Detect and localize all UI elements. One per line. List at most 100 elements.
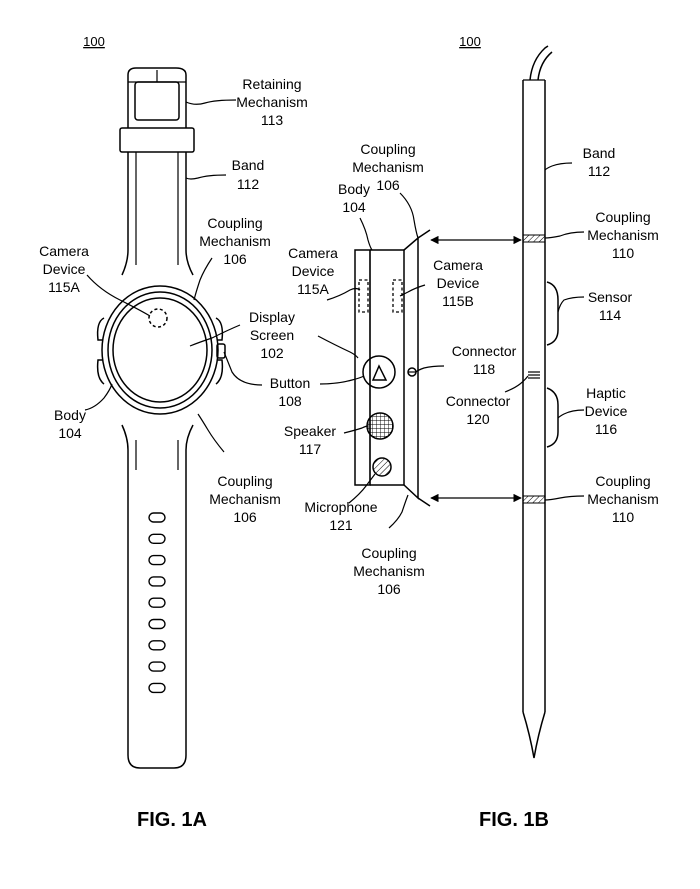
speaker-grille-icon	[366, 412, 394, 440]
svg-text:117: 117	[299, 441, 322, 457]
svg-text:Coupling: Coupling	[361, 545, 416, 561]
caption-fig-1b: FIG. 1B	[479, 809, 549, 831]
lower-band	[121, 424, 194, 769]
svg-text:115A: 115A	[48, 279, 80, 295]
band-keeper	[119, 127, 195, 153]
label-body-104-fig1b: Body 104	[338, 181, 370, 215]
band-hole	[148, 597, 166, 608]
band-holes	[148, 512, 166, 694]
buckle-frame	[134, 81, 180, 121]
band-hole	[148, 682, 166, 694]
svg-text:110: 110	[612, 245, 635, 261]
svg-text:Mechanism: Mechanism	[587, 227, 659, 243]
svg-text:112: 112	[237, 176, 260, 192]
svg-text:Connector: Connector	[452, 343, 517, 359]
svg-text:112: 112	[588, 163, 611, 179]
svg-text:106: 106	[376, 177, 400, 193]
label-band-112: Band 112	[232, 157, 265, 192]
pusher-right-top	[215, 317, 224, 341]
svg-text:Coupling: Coupling	[217, 473, 272, 489]
fig1a-leaders	[84, 99, 263, 453]
label-coupling-mechanism-110-bottom: Coupling Mechanism 110	[587, 473, 659, 525]
camera-device-115a-icon	[148, 308, 168, 328]
label-camera-device-115a-fig1b: Camera Device 115A	[288, 245, 338, 297]
sensor-bracket	[546, 281, 559, 346]
camera-device-115b-icon	[392, 279, 403, 313]
svg-text:116: 116	[595, 421, 618, 437]
label-camera-device-115b: Camera Device 115B	[433, 257, 483, 309]
svg-text:120: 120	[466, 411, 490, 427]
label-coupling-mechanism-106-top: Coupling Mechanism 106	[199, 215, 271, 267]
label-band-112-fig1b: Band 112	[583, 145, 616, 179]
label-coupling-mechanism-106-bottom: Coupling Mechanism 106	[209, 473, 281, 525]
svg-text:Coupling: Coupling	[595, 209, 650, 225]
coupling-110-bottom	[522, 495, 546, 504]
coupling-tip-bottom	[417, 497, 431, 507]
label-coupling-mechanism-106-fig1b-top: Coupling Mechanism 106	[352, 141, 424, 193]
label-haptic-device-116: Haptic Device 116	[585, 385, 628, 437]
label-sensor-114: Sensor 114	[588, 289, 633, 323]
svg-text:Device: Device	[43, 261, 86, 277]
display-screen	[112, 297, 208, 403]
band-hole	[148, 576, 166, 587]
band-hole	[148, 640, 166, 651]
svg-text:121: 121	[329, 517, 353, 533]
svg-text:118: 118	[473, 361, 496, 377]
band-hole	[148, 618, 166, 630]
body-front	[370, 249, 405, 486]
crown-button	[216, 343, 226, 359]
label-coupling-mechanism-106-fig1b-bottom: Coupling Mechanism 106	[353, 545, 425, 597]
svg-text:Device: Device	[437, 275, 480, 291]
svg-text:104: 104	[342, 199, 366, 215]
coupling-110-top	[522, 234, 546, 243]
svg-text:Display: Display	[249, 309, 295, 325]
band-tip	[522, 711, 546, 759]
button-108-icon	[362, 355, 396, 389]
svg-text:Mechanism: Mechanism	[236, 94, 308, 110]
svg-text:Band: Band	[232, 157, 265, 173]
label-connector-118: Connector 118	[452, 343, 517, 377]
coupling-tip-top	[417, 229, 431, 239]
label-connector-120: Connector 120	[446, 393, 511, 427]
svg-text:Mechanism: Mechanism	[587, 491, 659, 507]
svg-text:Speaker: Speaker	[284, 423, 336, 439]
svg-text:Screen: Screen	[250, 327, 294, 343]
svg-text:Device: Device	[292, 263, 335, 279]
label-body-104-fig1a: Body 104	[54, 407, 86, 441]
svg-text:Microphone: Microphone	[304, 499, 377, 515]
label-display-screen: Display Screen 102	[249, 309, 295, 361]
svg-text:106: 106	[233, 509, 257, 525]
band-hole	[148, 512, 166, 523]
pusher-left-bottom	[96, 359, 105, 385]
coupling-contour	[403, 236, 419, 500]
svg-text:Band: Band	[583, 145, 616, 161]
svg-text:Button: Button	[270, 375, 310, 391]
svg-text:Camera: Camera	[39, 243, 89, 259]
label-coupling-mechanism-110-top: Coupling Mechanism 110	[587, 209, 659, 261]
svg-text:Mechanism: Mechanism	[199, 233, 271, 249]
fig1b-leaders	[317, 162, 585, 529]
microphone-icon	[372, 457, 392, 477]
band-hole	[148, 554, 166, 566]
svg-text:113: 113	[261, 112, 284, 128]
label-speaker-117: Speaker 117	[284, 423, 336, 457]
band-hole	[148, 533, 166, 544]
svg-text:106: 106	[377, 581, 401, 597]
band-strip	[522, 80, 546, 712]
haptic-bracket	[546, 387, 559, 448]
caption-fig-1a: FIG. 1A	[137, 809, 207, 831]
label-button-108: Button 108	[270, 375, 310, 409]
svg-text:108: 108	[278, 393, 302, 409]
band-tail	[529, 45, 553, 81]
svg-text:Device: Device	[585, 403, 628, 419]
svg-text:Mechanism: Mechanism	[353, 563, 425, 579]
svg-text:Coupling: Coupling	[207, 215, 262, 231]
watch-case-outer	[101, 285, 219, 415]
camera-device-115a-side-icon	[358, 279, 369, 313]
band-hole	[148, 661, 166, 672]
svg-text:Camera: Camera	[433, 257, 483, 273]
svg-text:Body: Body	[54, 407, 86, 423]
svg-text:106: 106	[223, 251, 247, 267]
watch-drawing	[96, 67, 226, 769]
